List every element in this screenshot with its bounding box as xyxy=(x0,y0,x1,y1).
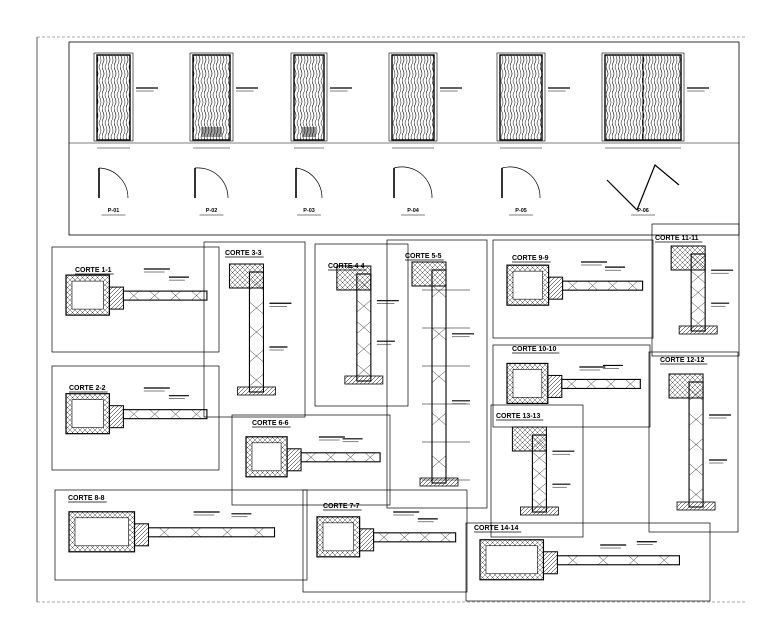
section-detail-c13: CORTE 13-13 xyxy=(490,404,584,538)
section-detail-c2: CORTE 2-2 xyxy=(51,365,220,471)
door-p-04: P-04 xyxy=(388,52,462,216)
section-detail-c8: CORTE 8-8 xyxy=(54,489,308,581)
section-title: CORTE 14-14 xyxy=(474,525,518,532)
section-detail-c14: CORTE 14-14 xyxy=(465,522,711,602)
section-title: CORTE 1-1 xyxy=(75,267,112,274)
door-code-label: P-04 xyxy=(407,208,420,214)
section-detail-c5: CORTE 5-5 xyxy=(386,239,488,509)
section-title: CORTE 12-12 xyxy=(660,357,704,364)
section-detail-c4: CORTE 4-4 xyxy=(314,243,409,407)
section-title: CORTE 2-2 xyxy=(69,385,106,392)
section-title: CORTE 10-10 xyxy=(512,346,556,353)
section-title: CORTE 7-7 xyxy=(323,503,360,510)
door-p-02: P-02 xyxy=(189,52,258,216)
door-schedule: P-01 P-02 P-03 P-04 P-05 P-06 xyxy=(93,52,709,216)
door-code-label: P-03 xyxy=(303,208,315,214)
section-title: CORTE 11-11 xyxy=(655,235,699,242)
sheet-frame xyxy=(36,36,745,603)
section-detail-c9: CORTE 9-9 xyxy=(492,239,654,339)
door-p-06: P-06 xyxy=(601,52,709,216)
section-detail-c3: CORTE 3-3 xyxy=(203,241,306,418)
door-p-05: P-05 xyxy=(496,52,570,216)
section-detail-c12: CORTE 12-12 xyxy=(648,351,739,533)
section-title: CORTE 6-6 xyxy=(252,420,289,427)
section-title: CORTE 9-9 xyxy=(512,255,549,262)
section-title: CORTE 13-13 xyxy=(496,413,540,420)
door-code-label: P-01 xyxy=(108,208,120,214)
section-detail-c7: CORTE 7-7 xyxy=(302,489,468,593)
door-p-03: P-03 xyxy=(290,52,352,216)
section-title: CORTE 3-3 xyxy=(225,250,262,257)
section-detail-c1: CORTE 1-1 xyxy=(51,246,220,353)
section-detail-c10: CORTE 10-10 xyxy=(492,344,651,428)
section-title: CORTE 5-5 xyxy=(405,253,442,260)
door-p-01: P-01 xyxy=(93,52,158,216)
section-detail-c11: CORTE 11-11 xyxy=(651,223,740,357)
door-code-label: P-02 xyxy=(206,208,218,214)
door-code-label: P-06 xyxy=(637,208,649,214)
section-title: CORTE 4-4 xyxy=(328,263,365,270)
door-code-label: P-05 xyxy=(515,208,527,214)
section-title: CORTE 8-8 xyxy=(68,495,105,502)
section-detail-c6: CORTE 6-6 xyxy=(231,414,391,506)
